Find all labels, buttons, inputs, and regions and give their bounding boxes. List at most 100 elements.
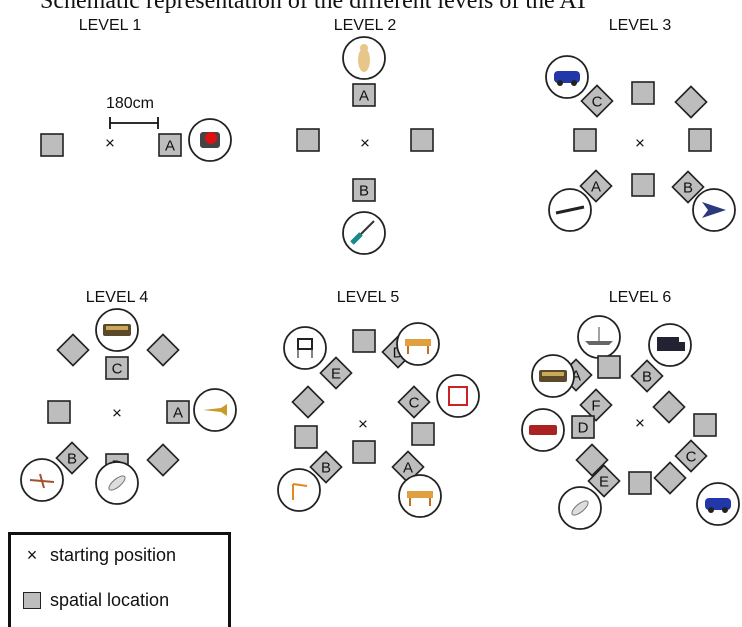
location-label: B — [67, 451, 77, 468]
figure-caption: Schematic representation of the differen… — [40, 0, 589, 14]
sailboat-icon — [577, 315, 621, 359]
legend-location-label: spatial location — [50, 590, 170, 610]
spatial-location — [575, 443, 609, 477]
spatial-location — [631, 173, 655, 197]
spatial-location — [688, 128, 712, 152]
spatial-location — [693, 413, 717, 437]
spatial-location: E — [587, 464, 621, 498]
spatial-location — [56, 333, 90, 367]
spatial-location: A — [352, 83, 376, 107]
location-label: C — [112, 361, 123, 378]
level-title: LEVEL 3 — [609, 17, 672, 34]
spatial-location — [146, 333, 180, 367]
location-label: A — [591, 179, 601, 196]
spatial-location — [294, 425, 318, 449]
legend-location-row: spatial location — [23, 590, 169, 611]
location-label: C — [409, 395, 420, 412]
location-label: A — [173, 405, 183, 422]
location-label: A — [165, 138, 175, 155]
train-wagon-icon — [95, 308, 139, 352]
bus-icon — [531, 354, 575, 398]
table-icon — [396, 322, 440, 366]
location-label: B — [321, 460, 331, 477]
start-position-icon: × — [112, 404, 122, 423]
location-label: B — [683, 180, 693, 197]
start-marker-icon: × — [26, 545, 38, 565]
screwdriver-icon — [342, 211, 386, 255]
location-label: B — [642, 369, 652, 386]
spatial-location — [674, 85, 708, 119]
spatial-location: A — [579, 169, 613, 203]
spatial-location: C — [105, 356, 129, 380]
spatial-location — [146, 443, 180, 477]
spatial-location: F — [579, 388, 613, 422]
spatial-location: D — [571, 415, 595, 439]
level-title: LEVEL 6 — [609, 289, 672, 306]
spatial-location: C — [580, 84, 614, 118]
chair-icon — [283, 326, 327, 370]
spatial-location — [597, 355, 621, 379]
level-4-panel: ×CABD — [20, 308, 237, 505]
spatial-location — [410, 128, 434, 152]
location-label: A — [403, 460, 413, 477]
location-label: A — [359, 88, 369, 105]
police-car-icon — [696, 482, 740, 526]
spatial-location: B — [352, 178, 376, 202]
trumpet-icon — [193, 388, 237, 432]
pen-icon — [548, 188, 592, 232]
spatial-location: A — [166, 400, 190, 424]
spatial-location: E — [319, 356, 353, 390]
legend-start-row: × starting position — [23, 545, 176, 566]
spatial-location: B — [671, 170, 705, 204]
level-2-panel: × A B — [296, 36, 434, 255]
spatial-location — [352, 440, 376, 464]
toy-car-icon — [545, 55, 589, 99]
spatial-location — [573, 128, 597, 152]
jet-plane-icon — [692, 188, 736, 232]
level-title: LEVEL 1 — [79, 17, 142, 34]
wristwatch-icon — [188, 118, 232, 162]
location-label: C — [686, 449, 697, 466]
spatial-location: C — [674, 439, 708, 473]
location-label: C — [592, 94, 603, 111]
level-3-panel: × C A B — [545, 55, 736, 232]
scale-bar: 180cm — [106, 95, 159, 129]
legend-start-label: starting position — [50, 545, 177, 565]
spatial-location — [653, 461, 687, 495]
spatial-location — [296, 128, 320, 152]
spatial-location: C — [397, 385, 431, 419]
spatial-location — [652, 390, 686, 424]
spatial-location: B — [630, 359, 664, 393]
location-label: A — [571, 368, 581, 385]
location-square-icon — [23, 592, 41, 609]
location-label: E — [331, 366, 341, 383]
spatial-location — [631, 81, 655, 105]
sofa-icon — [398, 474, 442, 518]
level-title: LEVEL 2 — [334, 17, 397, 34]
spatial-location — [411, 422, 435, 446]
fridge-icon — [436, 374, 480, 418]
location-label: B — [359, 183, 369, 200]
start-position-icon: × — [105, 134, 115, 153]
start-position-icon: × — [360, 134, 370, 153]
spatial-location — [628, 471, 652, 495]
spatial-location: A — [158, 133, 182, 157]
airplane-icon — [20, 458, 64, 502]
spatial-location — [40, 133, 64, 157]
location-label: F — [591, 398, 600, 415]
start-position-icon: × — [358, 415, 368, 434]
location-label: E — [599, 474, 609, 491]
spatial-location: B — [309, 450, 343, 484]
start-position-icon: × — [635, 134, 645, 153]
legend: × starting position spatial location — [8, 532, 231, 627]
spatial-location: B — [55, 441, 89, 475]
helicopter-icon — [558, 486, 602, 530]
spatial-location — [291, 385, 325, 419]
scale-label: 180cm — [106, 95, 154, 112]
level-title: LEVEL 5 — [337, 289, 400, 306]
spatial-location — [47, 400, 71, 424]
truck-icon — [648, 323, 692, 367]
